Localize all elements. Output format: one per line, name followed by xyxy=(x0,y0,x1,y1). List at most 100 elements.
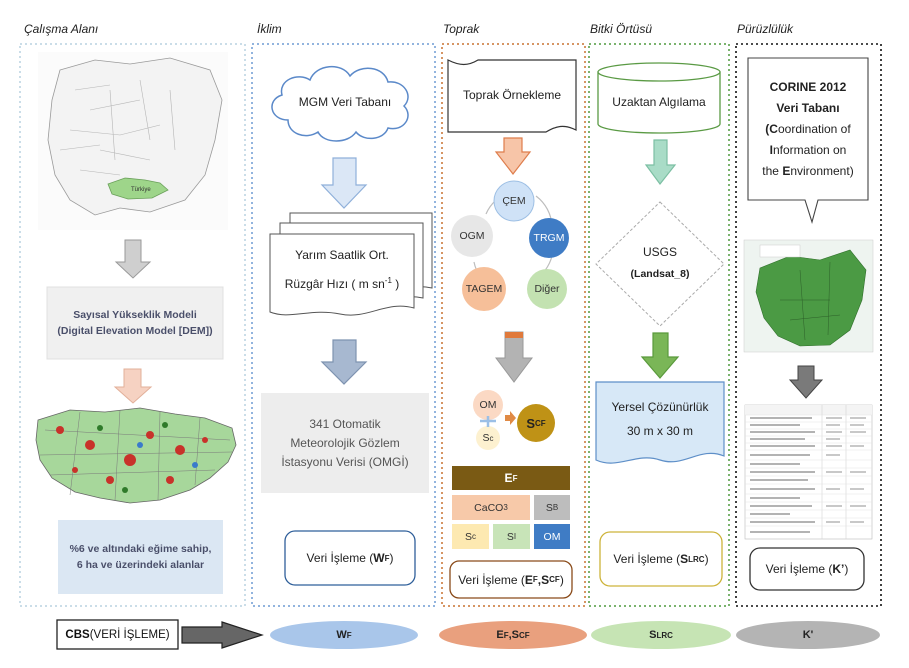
ellipse-slrc xyxy=(591,621,731,649)
caco3-box xyxy=(452,495,530,520)
arrow-grayblue xyxy=(320,339,368,385)
diamond-line1: USGS xyxy=(642,245,677,259)
node-trgm xyxy=(529,218,569,258)
dem-line1: Sayısal Yükseklik Modeli xyxy=(73,309,197,321)
document-line1: Yarım Saatlik Ort. xyxy=(295,247,389,262)
sb-box xyxy=(534,495,570,520)
corine-line5: the Environment) xyxy=(762,163,854,178)
process-box-slrc xyxy=(599,531,723,587)
plus-sign xyxy=(480,416,496,427)
station-line3: İstasyonu Verisi (OMGİ) xyxy=(281,454,409,469)
corine-callout xyxy=(747,57,869,224)
resolution-line1: Yersel Çözünürlük xyxy=(611,400,709,414)
ellipse-k-label: K' xyxy=(802,629,814,641)
resolution-text: Yersel Çözünürlük 30 m x 30 m xyxy=(596,388,724,450)
document-text: Yarım Saatlik Ort. Rüzgâr Hızı ( m sn-1 … xyxy=(270,240,414,298)
cylinder-top xyxy=(597,62,721,82)
arrow-mint xyxy=(644,139,677,185)
arrow-gray-1 xyxy=(114,239,152,279)
column-title-calisma: Çalışma Alanı xyxy=(24,22,99,36)
corine-line4: Information on xyxy=(769,142,847,157)
ellipse-k xyxy=(736,621,880,649)
arrow-green xyxy=(640,332,680,379)
panel-toprak xyxy=(441,43,586,607)
cylinder-label: Uzaktan Algılama xyxy=(612,95,706,109)
node-ogm xyxy=(451,215,493,257)
cbs-arrow xyxy=(181,621,264,649)
criteria-text: %6 ve altındaki eğime sahip, 6 ha ve üze… xyxy=(58,520,223,594)
process-box-k xyxy=(749,547,865,591)
station-line2: Meteorolojik Gözlem xyxy=(290,435,400,450)
diamond-line2: (Landsat_8) xyxy=(630,268,690,280)
si-box xyxy=(493,524,530,549)
column-title-iklim: İklim xyxy=(257,22,282,36)
process-box-ef-scf xyxy=(449,560,573,599)
om-box xyxy=(534,524,570,549)
arrow-orangegray xyxy=(495,331,533,383)
document-line2: Rüzgâr Hızı ( m sn-1 ) xyxy=(284,275,400,291)
criteria-box xyxy=(58,520,223,594)
node-tagem xyxy=(462,267,506,311)
panel-puruzluluk xyxy=(735,43,882,607)
resolution-wave-box xyxy=(595,381,725,464)
turkey-suitability-map xyxy=(35,407,237,504)
sc-circle xyxy=(476,426,500,450)
om-circle xyxy=(473,390,503,420)
om-label: OM xyxy=(479,399,497,411)
ef-bar xyxy=(452,466,570,490)
diamond-shape xyxy=(595,201,725,327)
node-tagem-label: TAGEM xyxy=(465,283,503,295)
dem-box xyxy=(46,286,224,360)
turkiye-map-label: Türkiye xyxy=(131,187,151,193)
europe-map: Türkiye xyxy=(38,52,228,230)
cloud-shape xyxy=(271,66,409,142)
ellipse-ef-scf xyxy=(439,621,587,649)
ellipse-wf xyxy=(270,621,418,649)
diamond-text: USGS (Landsat_8) xyxy=(610,228,710,298)
scf-circle xyxy=(517,404,555,442)
process-box-wf xyxy=(284,530,416,586)
corine-line3: (Coordination of xyxy=(765,121,851,136)
arrow-lightblue-1 xyxy=(320,157,368,209)
criteria-line1: %6 ve altındaki eğime sahip, xyxy=(69,543,212,555)
node-ogm-label: OGM xyxy=(459,230,485,242)
corine-line1: CORINE 2012 xyxy=(769,79,847,94)
arrow-to-scf xyxy=(505,411,516,425)
corine-line2: Veri Tabanı xyxy=(776,100,840,115)
panel-calisma xyxy=(19,43,246,607)
node-cem xyxy=(493,180,535,222)
node-diger xyxy=(527,269,567,309)
cloud-label: MGM Veri Tabanı xyxy=(298,95,392,109)
cylinder-shape xyxy=(597,71,721,134)
station-box xyxy=(261,393,429,493)
column-title-puruzluluk: Pürüzlülük xyxy=(737,22,794,36)
criteria-line2: 6 ha ve üzerindeki alanlar xyxy=(76,559,205,571)
cbs-box xyxy=(56,619,179,650)
om-box-label: OM xyxy=(543,530,561,543)
banner-shape xyxy=(447,59,577,133)
corine-table xyxy=(744,404,873,540)
corine-europe-map xyxy=(743,239,874,353)
arrow-darkgray xyxy=(788,365,824,399)
column-title-bitki: Bitki Örtüsü xyxy=(590,22,653,36)
cbs-label: CBS (VERİ İŞLEME) xyxy=(65,628,170,641)
station-text: 341 Otomatik Meteorolojik Gözlem İstasyo… xyxy=(261,393,429,493)
dem-text: Sayısal Yükseklik Modeli (Digital Elevat… xyxy=(47,287,223,359)
arrow-orange-1 xyxy=(494,137,532,175)
node-cem-label: ÇEM xyxy=(502,195,526,207)
station-line1: 341 Otomatik xyxy=(309,416,381,431)
process-label-k: Veri İşleme (K’) xyxy=(765,562,849,576)
